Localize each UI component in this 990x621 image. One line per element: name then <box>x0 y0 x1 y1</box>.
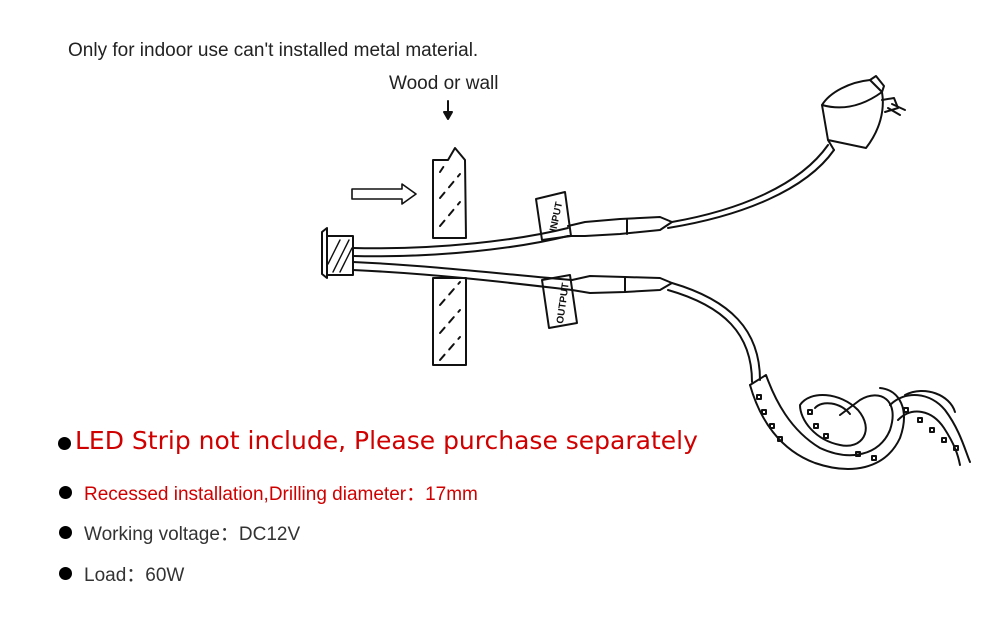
bullet-text: LED Strip not include, Please purchase s… <box>75 426 698 455</box>
wall-panel-lower <box>432 277 467 366</box>
bullet-item-voltage: Working voltage：DC12V <box>59 519 300 546</box>
output-label-tag: OUTPUT <box>541 274 578 329</box>
bullet-text: Recessed installation,Drilling diameter：… <box>84 484 478 505</box>
insert-direction-arrow-icon <box>351 183 417 205</box>
bullet-dot-icon <box>59 526 72 539</box>
down-arrow-icon <box>443 100 453 120</box>
bullet-item-load: Load：60W <box>59 560 184 587</box>
bullet-text: Working voltage：DC12V <box>84 524 301 545</box>
bullet-dot-icon <box>58 437 71 450</box>
power-adapter-icon <box>821 75 906 151</box>
led-strip-icon <box>749 374 971 470</box>
wood-or-wall-label: Wood or wall <box>389 73 499 94</box>
input-cable <box>352 144 835 258</box>
bullet-dot-icon <box>59 486 72 499</box>
bullet-item-drilling: Recessed installation,Drilling diameter：… <box>59 479 478 506</box>
recessed-switch <box>321 227 354 279</box>
input-label-tag: INPUT <box>535 191 572 241</box>
indoor-use-note: Only for indoor use can't installed meta… <box>68 40 479 61</box>
wall-panel-upper <box>432 147 467 239</box>
bullet-dot-icon <box>59 567 72 580</box>
bullet-item-led-strip: LED Strip not include, Please purchase s… <box>58 426 698 455</box>
bullet-text: Load：60W <box>84 565 185 586</box>
input-tag-label: INPUT <box>548 201 565 233</box>
